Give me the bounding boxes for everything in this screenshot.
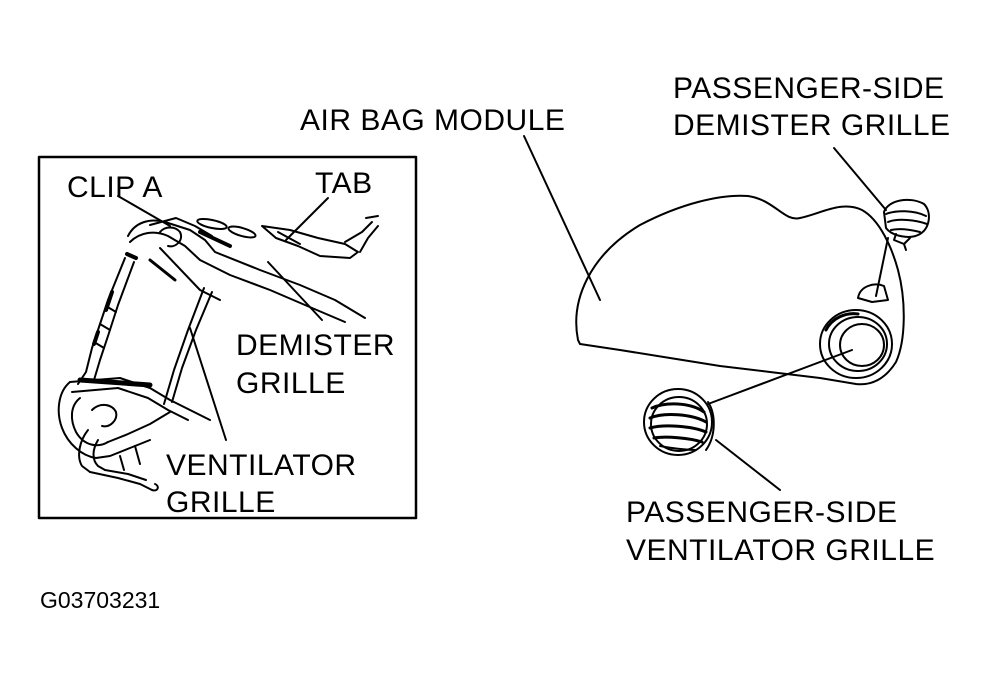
air-bag-module-drawing [575,194,905,386]
label-ps-ventilator-grille-2: VENTILATOR GRILLE [626,534,936,567]
label-ps-ventilator-grille-1: PASSENGER-SIDE [626,496,898,529]
ps-demister-grille-drawing [883,198,930,251]
label-clip-a: CLIP A [67,171,163,204]
label-ps-demister-grille-2: DEMISTER GRILLE [673,109,951,142]
label-ventilator-grille-2: GRILLE [166,486,276,519]
ps-ventilator-grille-drawing [643,388,715,456]
label-tab: TAB [315,167,373,200]
inset-frame [37,155,418,520]
inset-dashboard-drawing [57,215,379,492]
label-ps-demister-grille-1: PASSENGER-SIDE [673,72,945,105]
label-ventilator-grille-1: VENTILATOR [166,449,357,482]
label-demister-grille-2: GRILLE [236,367,346,400]
figure-code: G03703231 [40,587,161,613]
main-leader-lines [523,135,889,491]
inset-leader-lines [117,195,329,441]
label-demister-grille-1: DEMISTER [236,329,396,362]
label-air-bag-module: AIR BAG MODULE [300,104,566,137]
